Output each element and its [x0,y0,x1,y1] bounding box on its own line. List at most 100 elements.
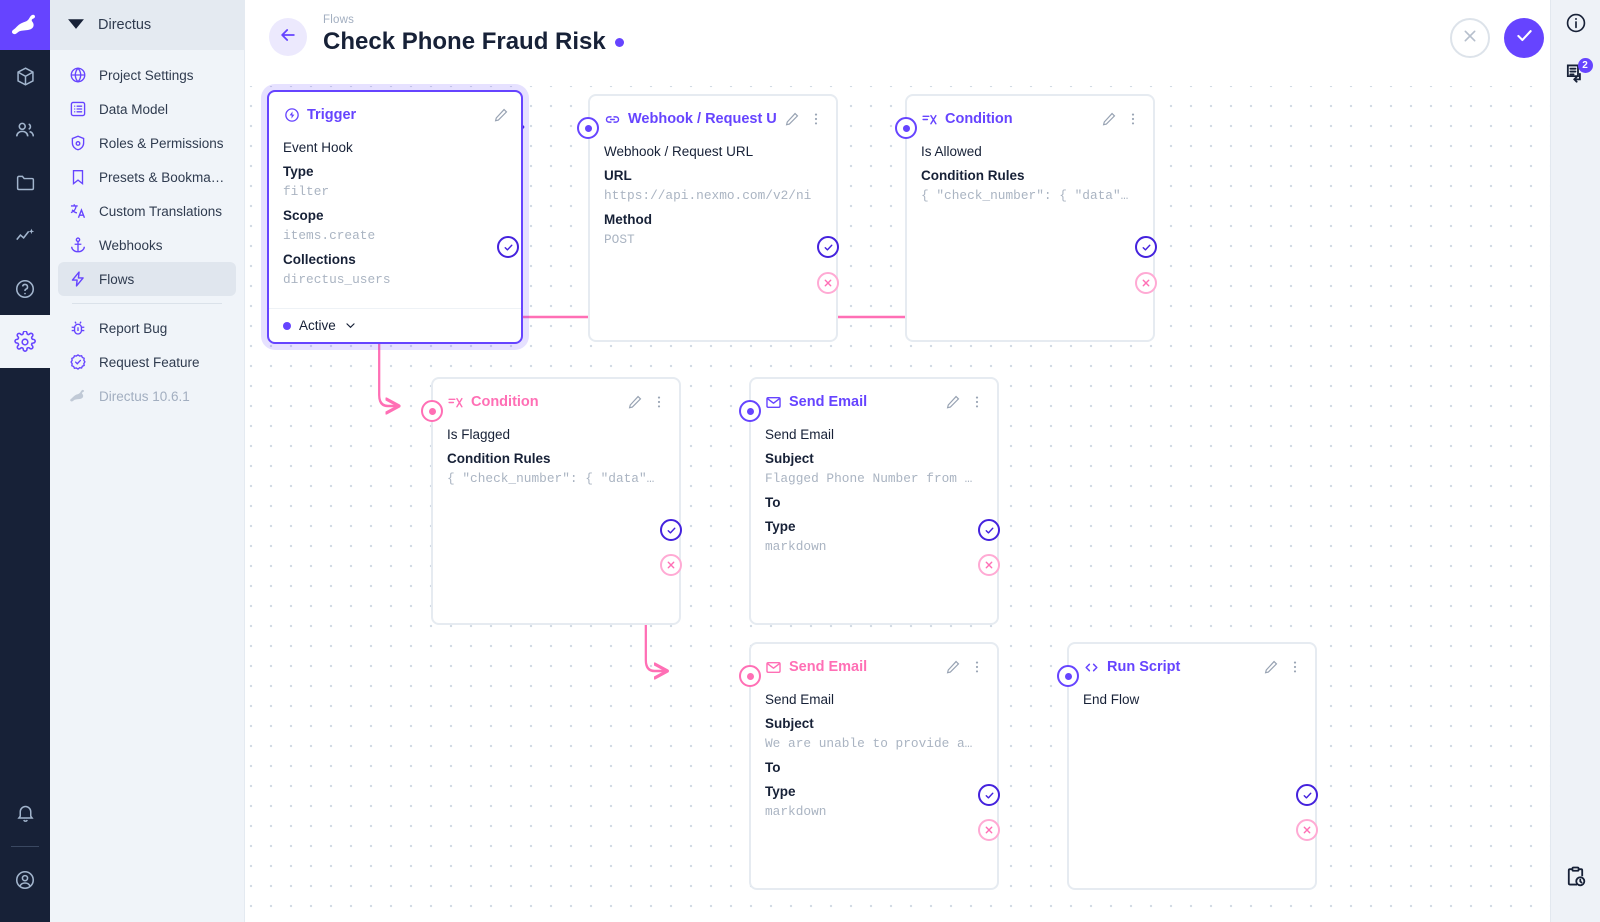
port-inlet-send-email-flagged[interactable] [739,400,761,422]
flow-status-dot [614,37,624,47]
rail-item-files[interactable] [0,156,50,209]
cancel-button[interactable] [1450,18,1490,58]
port-inlet-send-email-unable[interactable] [739,665,761,687]
sidebar-item-project-settings[interactable]: Project Settings [58,58,236,92]
sidebar-item-request-feature[interactable]: Request Feature [58,345,236,379]
chevron-down-icon[interactable] [344,319,357,332]
back-button[interactable] [269,18,307,56]
port-resolve-condition-is-flagged[interactable] [660,519,682,541]
port-resolve-condition-is-allowed[interactable] [1135,236,1157,258]
more-options-icon[interactable] [651,394,667,410]
edit-pencil-icon[interactable] [493,107,509,123]
port-inlet-condition-is-flagged[interactable] [421,400,443,422]
port-resolve-send-email-unable[interactable] [978,784,1000,806]
rail-item-docs[interactable] [0,262,50,315]
field-value: markdown [765,539,827,554]
sidebar-label: Custom Translations [99,203,223,219]
rail-divider [11,846,39,847]
flow-node-send-email-flagged[interactable]: Send Email Send Email Subject Flagged [749,377,999,625]
nav-divider [72,303,222,304]
node-header: Send Email [751,650,997,684]
port-reject-condition-is-flagged[interactable] [660,554,682,576]
sidebar-item-roles-permissions[interactable]: Roles & Permissions [58,126,236,160]
port-resolve-run-script[interactable] [1296,784,1318,806]
more-options-icon[interactable] [808,111,824,127]
sidebar-item-presets-bookmarks[interactable]: Presets & Bookmar… [58,160,236,194]
more-options-icon[interactable] [969,394,985,410]
port-inlet-webhook[interactable] [577,117,599,139]
node-body: Is Allowed Condition Rules { "check_numb… [907,136,1153,216]
node-footer[interactable]: Active [269,308,521,342]
edit-pencil-icon[interactable] [945,394,961,410]
edit-pencil-icon[interactable] [1263,659,1279,675]
rail-item-settings[interactable] [0,315,50,368]
edit-pencil-icon[interactable] [945,659,961,675]
field-label: Condition Rules [447,451,551,466]
right-sidebar: 2 [1550,0,1600,922]
flow-node-condition-is-allowed[interactable]: Condition Is Allowed Condition Rules [905,94,1155,342]
node-title: Trigger [283,107,486,124]
envelope-icon [765,659,782,676]
more-options-icon[interactable] [1287,659,1303,675]
port-reject-condition-is-allowed[interactable] [1135,272,1157,294]
more-options-icon[interactable] [1125,111,1141,127]
nav-header: Directus [50,0,244,50]
node-title-text: Condition [945,111,1013,127]
field-label: Method [604,212,652,227]
port-reject-send-email-flagged[interactable] [978,554,1000,576]
field-label: Subject [765,716,814,731]
activity-log-button[interactable] [1551,854,1600,904]
sidebar-item-flows[interactable]: Flows [58,262,236,296]
revisions-button[interactable]: 2 [1551,50,1600,100]
flow-node-send-email-unable[interactable]: Send Email Send Email Subject We are [749,642,999,890]
port-reject-send-email-unable[interactable] [978,819,1000,841]
edit-pencil-icon[interactable] [627,394,643,410]
flow-node-condition-is-flagged[interactable]: Condition Is Flagged Condition Rules [431,377,681,625]
node-tools [945,394,985,410]
field-label: Collections [283,252,356,267]
field-label: URL [604,168,632,183]
flow-node-trigger[interactable]: Trigger Event Hook Type filter Scope ite… [267,90,523,344]
port-resolve-trigger[interactable] [497,236,519,258]
port-resolve-send-email-flagged[interactable] [978,519,1000,541]
node-header: Trigger [269,98,521,132]
bug-icon [68,319,87,338]
nav-header-title: Directus [98,17,152,33]
port-inlet-condition-is-allowed[interactable] [895,117,917,139]
flow-node-webhook[interactable]: Webhook / Request U Webhook / Request UR… [588,94,838,342]
rail-item-content[interactable] [0,50,50,103]
flow-node-run-script[interactable]: Run Script End Flow [1067,642,1317,890]
port-reject-run-script[interactable] [1296,819,1318,841]
rail-item-insights[interactable] [0,209,50,262]
node-tools [1263,659,1303,675]
field-label: Condition Rules [921,168,1025,183]
sidebar-item-report-bug[interactable]: Report Bug [58,311,236,345]
rail-item-notifications[interactable] [0,787,50,840]
sidebar-item-webhooks[interactable]: Webhooks [58,228,236,262]
directus-logo[interactable] [0,0,50,50]
anchor-icon [68,236,87,255]
rail-item-users[interactable] [0,103,50,156]
port-reject-webhook[interactable] [817,272,839,294]
field-label: End Flow [1083,692,1140,707]
translate-icon [68,202,87,221]
nav-list: Project Settings Data Model Roles & Perm… [50,50,244,413]
node-tools [784,111,824,127]
field-value: directus_users [283,272,391,287]
save-button[interactable] [1504,18,1544,58]
canvas-top-mask [245,0,1566,86]
breadcrumb[interactable]: Flows [323,14,355,26]
port-inlet-run-script[interactable] [1057,665,1079,687]
edit-pencil-icon[interactable] [784,111,800,127]
condition-icon [447,394,464,411]
flow-canvas[interactable]: Trigger Event Hook Type filter Scope ite… [245,0,1566,922]
field-label: Type [283,164,314,179]
sidebar-item-custom-translations[interactable]: Custom Translations [58,194,236,228]
edit-pencil-icon[interactable] [1101,111,1117,127]
more-options-icon[interactable] [969,659,985,675]
rail-item-account[interactable] [0,853,50,906]
port-resolve-webhook[interactable] [817,236,839,258]
node-body: Event Hook Type filter Scope items.creat… [269,132,521,300]
sidebar-item-data-model[interactable]: Data Model [58,92,236,126]
info-button[interactable] [1551,0,1600,50]
